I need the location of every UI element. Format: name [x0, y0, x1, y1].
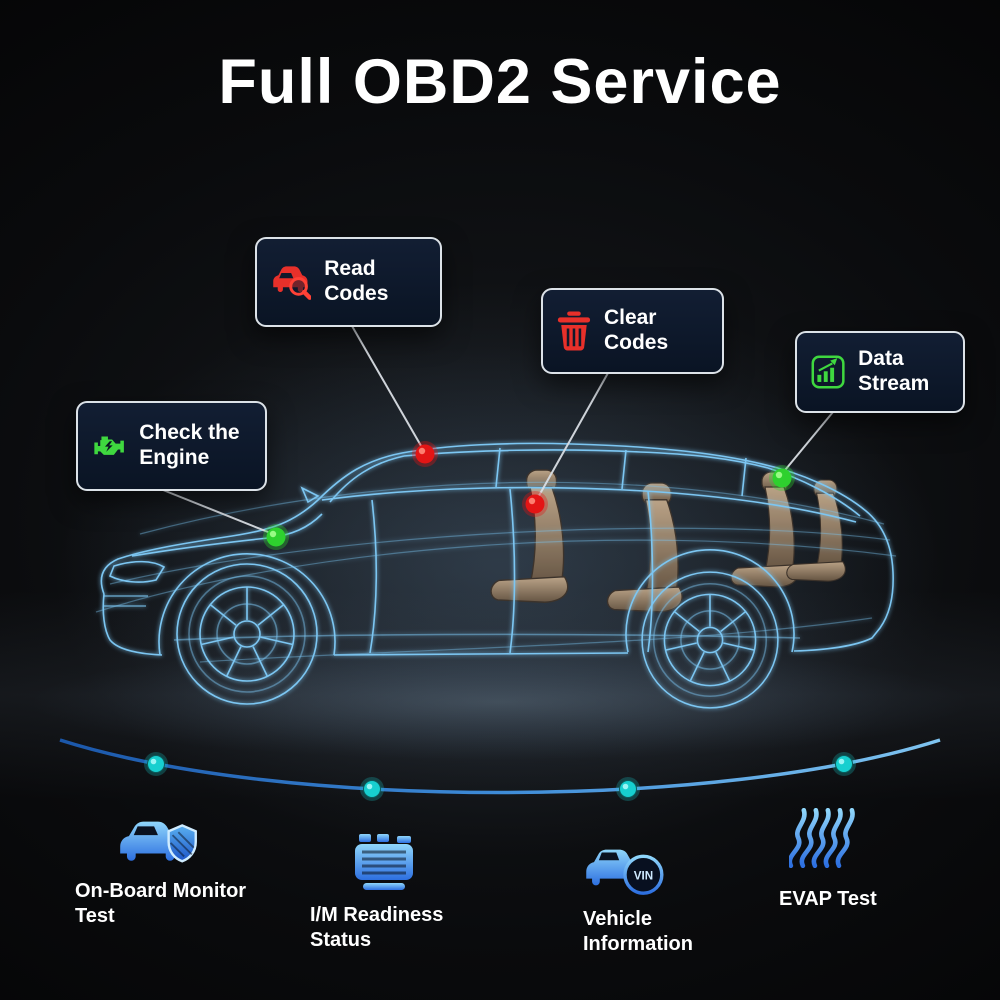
callout-clear-codes-label: Clear Codes: [603, 306, 669, 354]
hologram-streaks: [95, 481, 897, 663]
timeline-curve: [59, 738, 941, 795]
rear-wheel-arch: [625, 548, 795, 653]
dot-clear-codes: [522, 491, 548, 517]
hood-line: [131, 513, 323, 557]
data-chart-icon: [811, 355, 845, 389]
dot-read-codes: [412, 441, 438, 467]
floor-reflection-glow: [30, 644, 970, 760]
timeline-dot-2: [360, 777, 384, 801]
car-shield-icon: [120, 821, 197, 863]
callout-clear-codes: Clear Codes: [541, 288, 724, 374]
callout-data-stream: Data Stream: [795, 331, 965, 413]
feature-evap-test-label: EVAP Test: [779, 888, 877, 910]
timeline-dot-1: [144, 752, 168, 776]
callout-check-engine-label: Check the Engine: [139, 421, 240, 469]
check-engine-icon: [94, 436, 124, 455]
feature-onboard-monitor-test-label: On-Board Monitor Test: [75, 880, 247, 927]
car-wireframe: [95, 442, 897, 709]
feature-evap-test: EVAP Test: [779, 807, 939, 912]
feature-vehicle-information: VIN Vehicle Information: [583, 836, 733, 957]
car-body-outline: [100, 442, 894, 652]
connector-clear-codes: [535, 372, 609, 502]
callout-data-stream-label: Data Stream: [858, 347, 930, 395]
callout-connectors: [162, 325, 834, 535]
front-wheel-arch: [158, 553, 336, 656]
timeline-dots: [144, 752, 856, 801]
timeline-dot-4: [832, 752, 856, 776]
feature-im-readiness-status-label: I/M Readiness Status: [310, 904, 444, 951]
vin-badge-text: VIN: [634, 870, 653, 883]
trash-icon: [557, 311, 591, 351]
callout-read-codes: Read Codes: [255, 237, 442, 327]
feature-onboard-monitor-test: On-Board Monitor Test: [75, 808, 285, 929]
feature-im-readiness-status: I/M Readiness Status: [310, 834, 480, 953]
car-marker-dots: [263, 441, 795, 550]
car-scan-search-icon: [273, 266, 312, 300]
engine-block-icon: [355, 834, 413, 890]
page-title: Full OBD2 Service: [218, 47, 782, 117]
headlight: [108, 560, 166, 583]
connector-data-stream: [780, 411, 834, 476]
connector-check-engine: [162, 489, 274, 535]
car-vin-badge-icon: VIN: [586, 849, 664, 895]
dot-data-stream: [769, 465, 795, 491]
dot-check-engine: [263, 524, 289, 550]
feature-vehicle-information-label: Vehicle Information: [583, 908, 693, 955]
callout-read-codes-label: Read Codes: [324, 257, 389, 305]
timeline-dot-3: [616, 777, 640, 801]
callout-check-engine: Check the Engine: [76, 401, 267, 491]
connector-read-codes: [351, 325, 425, 452]
beltline: [321, 486, 857, 523]
evap-flow-icon: [787, 807, 855, 869]
